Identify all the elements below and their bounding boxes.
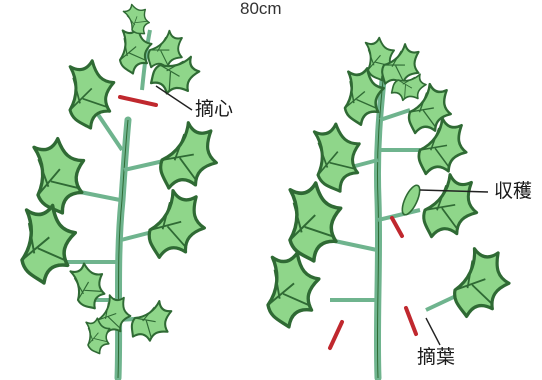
- pinch-label: 摘心: [195, 100, 233, 119]
- leaf-cut-mark-upper: [392, 218, 402, 236]
- left-plant: [14, 0, 226, 378]
- leaf-removal-label: 摘葉: [417, 348, 455, 367]
- right-plant: [260, 35, 514, 378]
- pinch-cut-mark: [120, 97, 156, 105]
- harvest-pointer-line: [420, 190, 488, 192]
- leaf-cut-mark-right: [406, 308, 416, 334]
- harvest-label: 収穫: [494, 182, 532, 201]
- leaf-removal-pointer-line: [426, 318, 440, 345]
- leaf-cut-mark-left: [330, 322, 342, 348]
